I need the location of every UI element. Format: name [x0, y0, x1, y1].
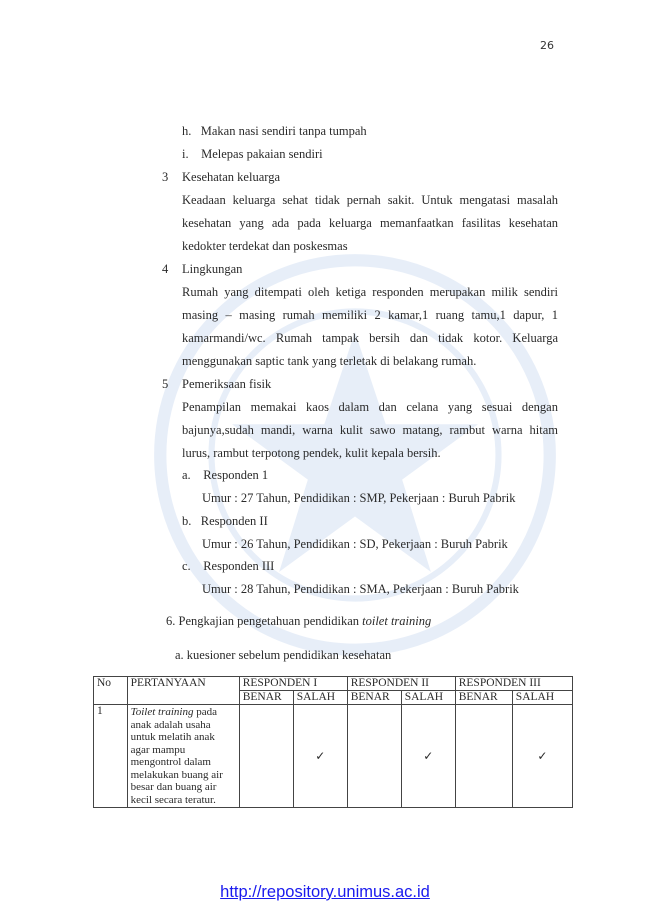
- respondent-name: Responden 1: [203, 468, 269, 482]
- list-marker: a.: [182, 468, 191, 482]
- answer-cell: [346, 704, 402, 808]
- section-title: Kesehatan keluarga: [182, 170, 280, 184]
- question-text: pada anak adalah usaha untuk melatih ana…: [130, 706, 223, 806]
- paragraph-line: Rumah yang ditempati oleh ketiga respond…: [182, 285, 558, 299]
- respondent-name: Responden II: [200, 514, 268, 528]
- col-header-salah: SALAH: [400, 690, 456, 705]
- col-header-question: PERTANYAAN: [126, 676, 240, 705]
- repository-link[interactable]: http://repository.unimus.ac.id: [220, 883, 430, 901]
- col-header-respondent-1: RESPONDEN I: [238, 676, 348, 691]
- respondent-heading: c. Responden III: [182, 559, 274, 573]
- paragraph-line: masing – masing rumah memiliki 2 kamar,1…: [182, 308, 558, 322]
- question-italic: Toilet training: [130, 706, 194, 718]
- respondent-name: Responden III: [203, 559, 275, 573]
- section-6-prefix: 6. Pengkajian pengetahuan pendidikan: [166, 614, 363, 628]
- list-item-text: Melepas pakaian sendiri: [201, 147, 323, 161]
- col-header-benar: BENAR: [454, 690, 513, 705]
- row-number: 1: [93, 704, 128, 808]
- page-number: 26: [540, 39, 554, 52]
- col-header-respondent-2: RESPONDEN II: [346, 676, 456, 691]
- list-marker: i.: [182, 147, 189, 161]
- list-marker: h.: [182, 124, 192, 138]
- list-marker: c.: [182, 559, 191, 573]
- list-marker: b.: [182, 514, 192, 528]
- check-icon: ✓: [400, 704, 456, 808]
- paragraph-line: Keadaan keluarga sehat tidak pernah saki…: [182, 193, 558, 207]
- list-item-text: Makan nasi sendiri tanpa tumpah: [200, 124, 367, 138]
- col-header-respondent-3: RESPONDEN III: [454, 676, 574, 691]
- section-number: 5: [162, 377, 169, 391]
- section-title: Lingkungan: [182, 262, 243, 276]
- col-header-benar: BENAR: [346, 690, 402, 705]
- paragraph-line: bajunya,sudah mandi, warna kulit sawo ma…: [182, 423, 558, 437]
- section-number: 3: [162, 170, 169, 184]
- list-item-i: i. Melepas pakaian sendiri: [182, 147, 323, 161]
- check-icon: ✓: [511, 704, 574, 808]
- respondent-detail: Umur : 26 Tahun, Pendidikan : SD, Pekerj…: [202, 537, 508, 551]
- answer-cell: [238, 704, 294, 808]
- col-header-salah: SALAH: [511, 690, 574, 705]
- section-number: 4: [162, 262, 169, 276]
- table-caption: a. kuesioner sebelum pendidikan kesehata…: [175, 648, 392, 662]
- col-header-salah: SALAH: [292, 690, 348, 705]
- respondent-detail: Umur : 27 Tahun, Pendidikan : SMP, Peker…: [202, 491, 516, 505]
- check-icon: ✓: [292, 704, 348, 808]
- paragraph-line: lurus, rambut terpotong pendek, kulit ke…: [182, 446, 441, 460]
- questionnaire-table: No PERTANYAAN RESPONDEN I RESPONDEN II R…: [93, 676, 574, 808]
- section-title: Pemeriksaan fisik: [182, 377, 272, 391]
- paragraph-line: menggunakan saptic tank yang terletak di…: [182, 354, 477, 368]
- paragraph-line: kedokter terdekat dan poskesmas: [182, 239, 348, 253]
- table-row: 1 Toilet training pada anak adalah usaha…: [93, 704, 574, 808]
- list-item-h: h. Makan nasi sendiri tanpa tumpah: [182, 124, 367, 138]
- section-6-italic: toilet training: [362, 614, 432, 628]
- table-header-row: No PERTANYAAN RESPONDEN I RESPONDEN II R…: [93, 676, 574, 705]
- col-header-no: No: [93, 676, 128, 705]
- respondent-heading: a. Responden 1: [182, 468, 268, 482]
- paragraph-line: kesehatan yang ada pada keluarga memanfa…: [182, 216, 558, 230]
- paragraph-line: Penampilan memakai kaos dalam dan celana…: [182, 400, 558, 414]
- answer-cell: [454, 704, 513, 808]
- col-header-benar: BENAR: [238, 690, 294, 705]
- table-subheader-row: BENAR SALAH BENAR SALAH BENAR SALAH: [94, 690, 574, 705]
- paragraph-line: kamarmandi/wc. Rumah tampak bersih dan t…: [182, 331, 558, 345]
- question-cell: Toilet training pada anak adalah usaha u…: [126, 704, 240, 808]
- section-6-title: 6. Pengkajian pengetahuan pendidikan toi…: [166, 614, 431, 628]
- respondent-heading: b. Responden II: [182, 514, 268, 528]
- respondent-detail: Umur : 28 Tahun, Pendidikan : SMA, Peker…: [202, 582, 519, 596]
